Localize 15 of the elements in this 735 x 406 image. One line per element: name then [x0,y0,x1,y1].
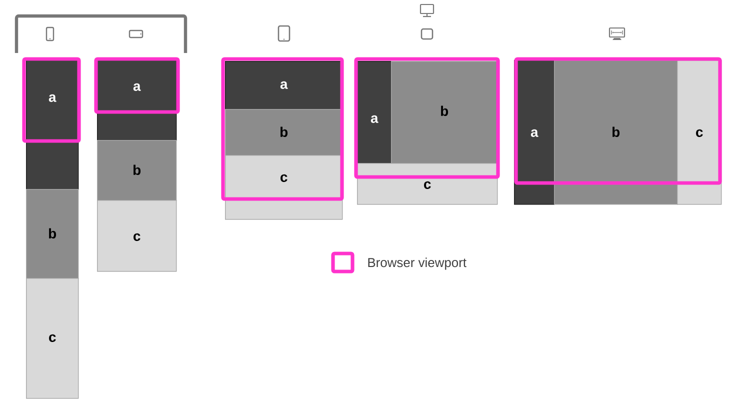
content-block: b [554,60,678,205]
content-block: a [26,60,79,190]
content-block: b [26,189,79,279]
content-block: c [26,278,79,399]
content-block: b [225,109,343,156]
content-block: c [357,163,498,205]
legend-label: Browser viewport [368,258,466,270]
content-block: c [97,200,177,272]
content-block: c [225,155,343,220]
content-block: a [357,61,392,164]
content-block: a [97,60,177,141]
content-block: c [677,60,722,205]
content-block: a [225,61,343,110]
content-block: b [391,61,498,164]
content-block: b [97,140,177,201]
